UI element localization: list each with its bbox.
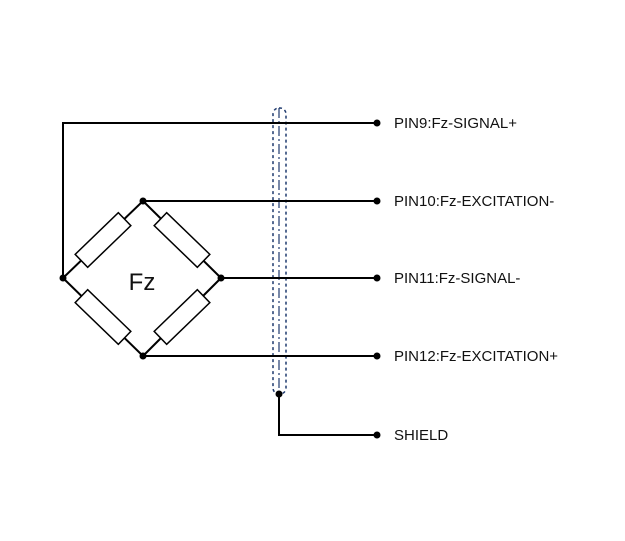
terminal-pin10 (373, 197, 381, 205)
node-top (139, 197, 147, 205)
node-left (59, 274, 67, 282)
label-pin12: PIN12:Fz-EXCITATION+ (394, 348, 558, 365)
node-shield (275, 390, 283, 398)
resistor-bottom-right (153, 288, 211, 346)
pin-labels: PIN9:Fz-SIGNAL+ PIN10:Fz-EXCITATION- PIN… (394, 115, 558, 444)
resistor-bottom-left (74, 288, 132, 346)
wire-shield (278, 394, 377, 436)
bridge-label: Fz (129, 269, 156, 296)
node-right (217, 274, 225, 282)
wheatstone-bridge: Fz (59, 197, 283, 398)
wire-pin9 (62, 122, 377, 278)
cable-shield (272, 107, 287, 395)
label-pin10: PIN10:Fz-EXCITATION- (394, 193, 554, 210)
node-bottom (139, 352, 147, 360)
label-pin11: PIN11:Fz-SIGNAL- (394, 270, 520, 287)
terminal-shield (373, 431, 381, 439)
wires (62, 122, 377, 436)
terminal-pin9 (373, 119, 381, 127)
label-shield: SHIELD (394, 427, 448, 444)
terminal-pin11 (373, 274, 381, 282)
resistor-top-left (74, 211, 132, 269)
terminals (373, 119, 381, 439)
resistor-top-right (153, 211, 211, 269)
terminal-pin12 (373, 352, 381, 360)
label-pin9: PIN9:Fz-SIGNAL+ (394, 115, 517, 132)
